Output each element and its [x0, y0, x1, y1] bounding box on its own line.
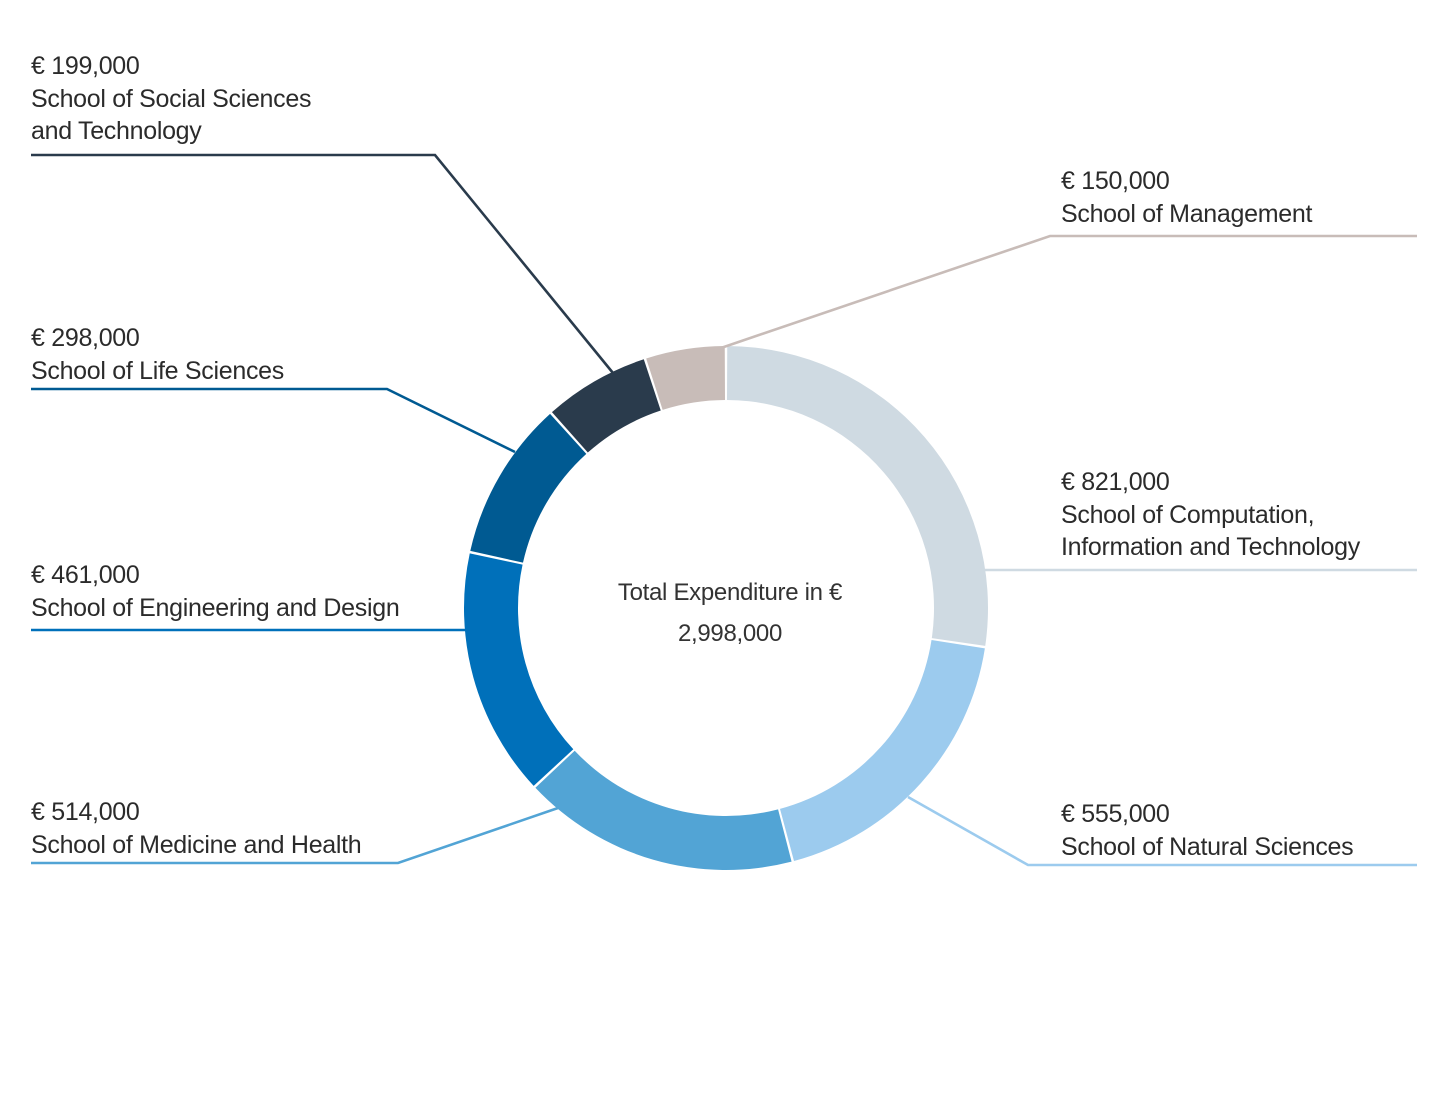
name-management: School of Management: [1061, 199, 1313, 228]
amount-natural-sciences: € 555,000: [1061, 800, 1170, 828]
slice-school-of-social-sciences-and-technology: [551, 359, 661, 453]
name-natural-sciences: School of Natural Sciences: [1061, 832, 1354, 861]
label-computation: € 821,000 School of Computation, Informa…: [1061, 466, 1360, 564]
donut-slices: [464, 346, 988, 870]
amount-computation: € 821,000: [1061, 468, 1170, 496]
slice-school-of-life-sciences: [470, 413, 587, 563]
name-computation-line1: School of Computation,: [1061, 500, 1315, 529]
label-engineering: € 461,000 School of Engineering and Desi…: [31, 559, 400, 624]
slice-school-of-computation-information-and-technology: [726, 346, 988, 646]
center-total: Total Expenditure in € 2,998,000: [565, 574, 895, 656]
name-social-sciences-line1: School of Social Sciences: [31, 84, 312, 113]
slice-school-of-medicine-and-health: [535, 750, 792, 870]
name-life-sciences: School of Life Sciences: [31, 356, 284, 385]
name-social-sciences-line2: and Technology: [31, 117, 202, 145]
amount-management: € 150,000: [1061, 167, 1170, 195]
label-medicine: € 514,000 School of Medicine and Health: [31, 796, 362, 861]
label-natural-sciences: € 555,000 School of Natural Sciences: [1061, 798, 1354, 863]
name-computation-line2: Information and Technology: [1061, 533, 1360, 561]
slice-school-of-engineering-and-design: [464, 553, 574, 786]
name-medicine: School of Medicine and Health: [31, 830, 362, 859]
leader-line-school-of-life-sciences: [31, 387, 516, 454]
amount-medicine: € 514,000: [31, 798, 140, 826]
name-engineering: School of Engineering and Design: [31, 593, 400, 622]
amount-social-sciences: € 199,000: [31, 52, 140, 80]
amount-life-sciences: € 298,000: [31, 324, 140, 352]
label-life-sciences: € 298,000 School of Life Sciences: [31, 322, 284, 387]
amount-engineering: € 461,000: [31, 561, 140, 589]
leader-line-school-of-natural-sciences: [907, 795, 1417, 867]
center-title: Total Expenditure in €: [617, 579, 843, 606]
leader-line-school-of-medicine-and-health: [31, 806, 559, 865]
leader-lines: [31, 153, 1417, 867]
center-value: 2,998,000: [677, 620, 783, 647]
leader-line-school-of-social-sciences-and-technology: [31, 153, 615, 374]
leader-line-school-of-management: [717, 234, 1417, 351]
label-social-sciences: € 199,000 School of Social Sciences and …: [31, 50, 311, 148]
slice-school-of-natural-sciences: [779, 640, 985, 862]
label-management: € 150,000 School of Management: [1061, 165, 1312, 230]
slice-school-of-management: [646, 346, 726, 410]
